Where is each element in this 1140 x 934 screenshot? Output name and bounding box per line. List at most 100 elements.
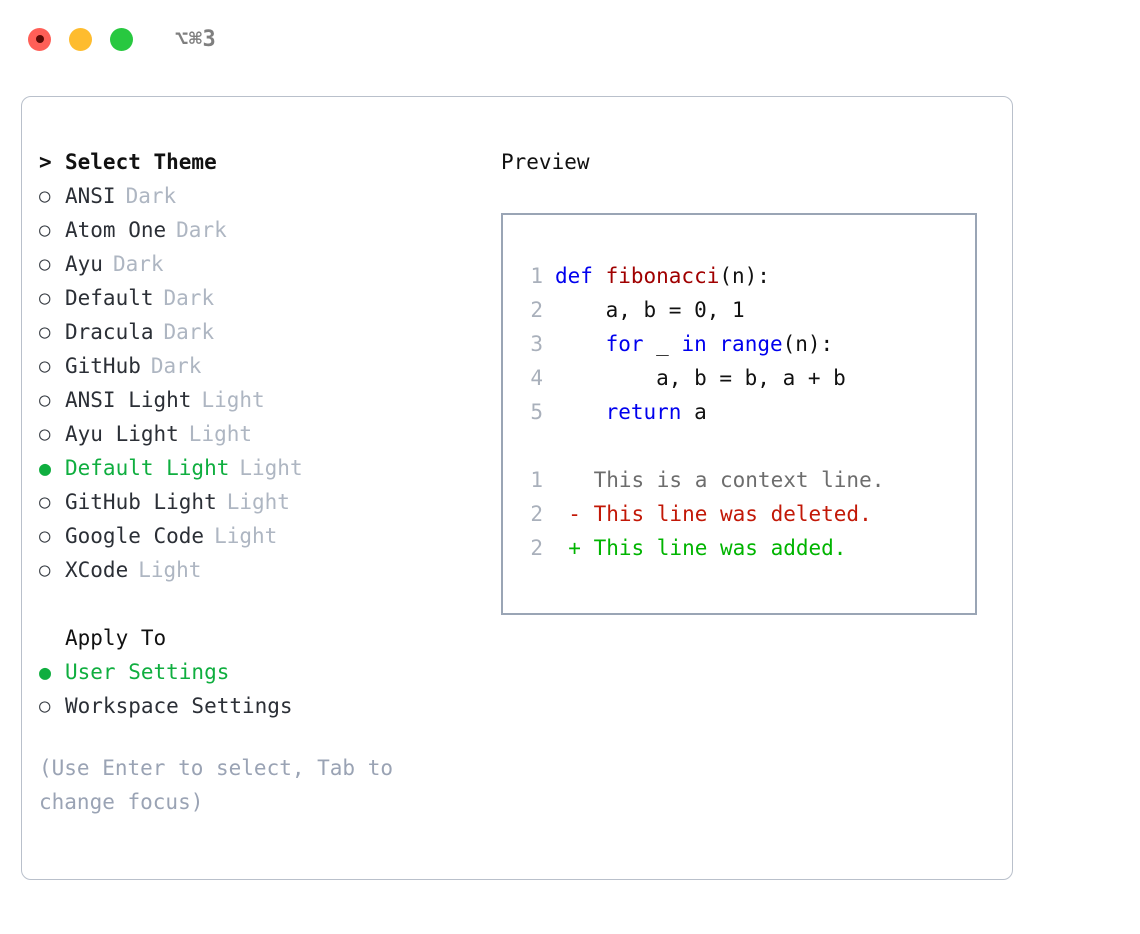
radio-selected-icon: ●: [39, 660, 52, 684]
apply-to-option-label: User Settings: [65, 660, 230, 684]
theme-variant-tag: Dark: [163, 320, 215, 344]
radio-unselected-icon: ○: [39, 388, 51, 411]
radio-unselected-icon: ○: [39, 354, 51, 377]
code-line: 2 a, b = 0, 1: [517, 293, 884, 327]
keyboard-hint-text: (Use Enter to select, Tab to change focu…: [39, 756, 394, 814]
code-token: for: [605, 332, 644, 356]
code-line: 3 for _ in range(n):: [517, 327, 884, 361]
code-token: def: [555, 264, 606, 288]
theme-option-dracula[interactable]: ○ Dracula Dark: [39, 315, 479, 349]
radio-unselected-icon: ○: [39, 184, 51, 207]
theme-variant-tag: Dark: [176, 218, 227, 242]
theme-option-ayu-light[interactable]: ○ Ayu Light Light: [39, 417, 479, 451]
diff-line-content: - This line was deleted.: [543, 502, 872, 526]
radio-unselected-icon: ○: [39, 524, 51, 547]
select-theme-header: > Select Theme: [39, 145, 479, 179]
theme-variant-tag: Light: [201, 388, 265, 412]
list-spacer: [39, 587, 479, 621]
theme-option-label: Ayu Light: [65, 422, 179, 446]
close-button-icon[interactable]: [28, 27, 51, 51]
code-line: 5 return a: [517, 395, 884, 429]
apply-to-label: Apply To: [65, 626, 167, 650]
caret-icon: >: [39, 150, 52, 174]
theme-variant-tag: Dark: [125, 184, 177, 208]
window-titlebar: ⌥⌘3: [0, 0, 1140, 78]
diff-line: 2 - This line was deleted.: [517, 497, 884, 531]
minimize-button-icon[interactable]: [69, 27, 92, 51]
theme-option-github-light[interactable]: ○ GitHub Light Light: [39, 485, 479, 519]
diff-line-content: + This line was added.: [543, 536, 847, 560]
theme-variant-tag: Light: [214, 524, 278, 548]
code-token: (n):: [782, 332, 834, 356]
theme-option-label: ANSI: [65, 184, 116, 208]
select-theme-header-label: Select Theme: [65, 150, 217, 174]
traffic-lights: [28, 27, 133, 51]
theme-option-ansi[interactable]: ○ ANSI Dark: [39, 179, 479, 213]
theme-variant-tag: Light: [138, 558, 202, 582]
code-token: [707, 332, 720, 356]
code-token: a, b = 0, 1: [555, 298, 745, 322]
theme-variant-tag: Dark: [150, 354, 202, 378]
theme-option-google-code[interactable]: ○ Google Code Light: [39, 519, 479, 553]
apply-to-option-list: ● User Settings ○ Workspace Settings: [39, 655, 479, 723]
diff-line-content: This is a context line.: [543, 468, 885, 492]
theme-option-label: Atom One: [65, 218, 167, 242]
code-token: in: [681, 332, 707, 356]
keyboard-shortcut-label: ⌥⌘3: [175, 26, 217, 52]
apply-to-option-workspace-settings[interactable]: ○ Workspace Settings: [39, 689, 479, 723]
code-token: [555, 332, 606, 356]
code-line: 4 a, b = b, a + b: [517, 361, 884, 395]
code-token: fibonacci: [605, 264, 720, 288]
preview-title: Preview: [501, 150, 590, 174]
radio-unselected-icon: ○: [39, 320, 51, 343]
code-line-number: 5: [530, 400, 543, 424]
radio-unselected-icon: ○: [39, 694, 51, 717]
radio-selected-icon: ●: [39, 456, 52, 480]
theme-option-default-light[interactable]: ● Default Light Light: [39, 451, 479, 485]
code-token: a, b = b, a + b: [555, 366, 846, 390]
theme-variant-tag: Light: [226, 490, 290, 514]
theme-variant-tag: Dark: [163, 286, 215, 310]
diff-line: 2 + This line was added.: [517, 531, 884, 565]
code-line-number: 3: [530, 332, 543, 356]
theme-variant-tag: Light: [239, 456, 303, 480]
theme-option-label: XCode: [65, 558, 129, 582]
theme-option-label: Google Code: [65, 524, 205, 548]
diff-line-number: 2: [530, 502, 543, 526]
apply-to-option-user-settings[interactable]: ● User Settings: [39, 655, 479, 689]
theme-option-label: Default: [65, 286, 154, 310]
theme-option-label: GitHub Light: [65, 490, 217, 514]
code-line-number: 2: [530, 298, 543, 322]
code-token: (n):: [719, 264, 770, 288]
code-token: [555, 400, 606, 424]
maximize-button-icon[interactable]: [110, 27, 133, 51]
diff-line: 1 This is a context line.: [517, 463, 884, 497]
code-line: 1 def fibonacci(n):: [517, 259, 884, 293]
code-token: return: [605, 400, 682, 424]
diff-line-number: 2: [530, 536, 543, 560]
code-line-number: 1: [530, 264, 543, 288]
theme-option-label: Default Light: [65, 456, 230, 480]
code-token: range: [719, 332, 783, 356]
radio-unselected-icon: ○: [39, 252, 51, 275]
theme-option-ayu[interactable]: ○ Ayu Dark: [39, 247, 479, 281]
theme-variant-tag: Dark: [112, 252, 164, 276]
radio-unselected-icon: ○: [39, 422, 51, 445]
radio-unselected-icon: ○: [39, 490, 51, 513]
apply-to-option-label: Workspace Settings: [65, 694, 293, 718]
theme-option-label: Ayu: [65, 252, 103, 276]
theme-option-label: Dracula: [65, 320, 154, 344]
code-line-number: 4: [530, 366, 543, 390]
theme-variant-tag: Light: [188, 422, 253, 446]
